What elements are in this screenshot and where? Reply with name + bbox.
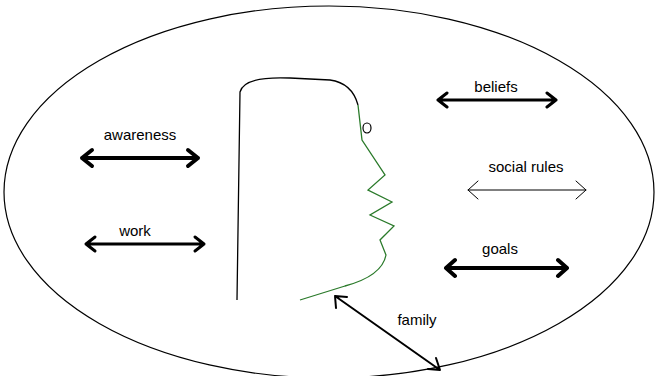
beliefs-arrow <box>438 93 556 107</box>
arrow-label: social rules <box>488 158 563 175</box>
life-ellipse <box>4 6 654 376</box>
arrow-label: goals <box>482 240 518 257</box>
head-eye <box>363 123 371 133</box>
social-rules-arrow <box>468 181 586 199</box>
head-face <box>300 105 394 300</box>
family-arrow <box>335 296 440 370</box>
arrow-label: family <box>397 311 436 328</box>
arrow-label: awareness <box>104 126 177 143</box>
work-arrow <box>86 237 204 251</box>
awareness-arrow <box>82 150 198 166</box>
arrow-label: work <box>119 222 151 239</box>
head-back <box>237 78 358 300</box>
arrow-label: beliefs <box>474 78 517 95</box>
goals-arrow <box>446 260 567 276</box>
